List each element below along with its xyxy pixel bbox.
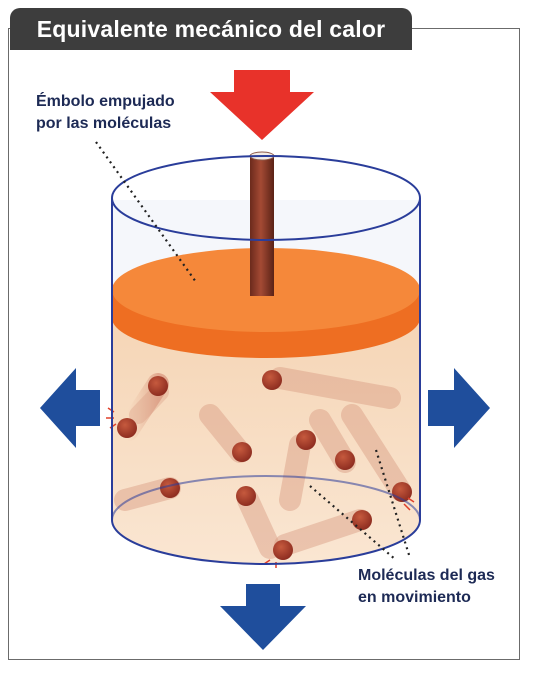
arrow-right-icon: [428, 368, 490, 448]
molecules-label-line2: en movimiento: [358, 589, 471, 606]
leader-line-molecules: [374, 449, 412, 559]
arrow-down-icon: [220, 584, 306, 650]
gas-volume: [112, 300, 420, 564]
gas-molecules: [117, 370, 412, 560]
title-bar: Equivalente mecánico del calor: [10, 8, 412, 50]
molecule: [335, 450, 355, 470]
diagram-title: Equivalente mecánico del calor: [36, 16, 386, 42]
cylinder-outline: [111, 155, 421, 565]
molecule: [352, 510, 372, 530]
molecule: [232, 442, 252, 462]
molecule: [236, 486, 256, 506]
piston-label-line2: por las moléculas: [36, 115, 171, 132]
molecule: [273, 540, 293, 560]
arrow-left-icon: [40, 368, 100, 448]
piston-rod: [250, 156, 274, 296]
molecules-label-line1: Moléculas del gas: [358, 567, 495, 584]
molecule: [296, 430, 316, 450]
piston-label-line1: Émbolo empujado: [36, 91, 175, 110]
leader-line-molecules: [309, 485, 397, 561]
molecule: [148, 376, 168, 396]
molecule: [160, 478, 180, 498]
molecule: [117, 418, 137, 438]
arrow-down-icon: [210, 70, 314, 140]
molecule: [262, 370, 282, 390]
